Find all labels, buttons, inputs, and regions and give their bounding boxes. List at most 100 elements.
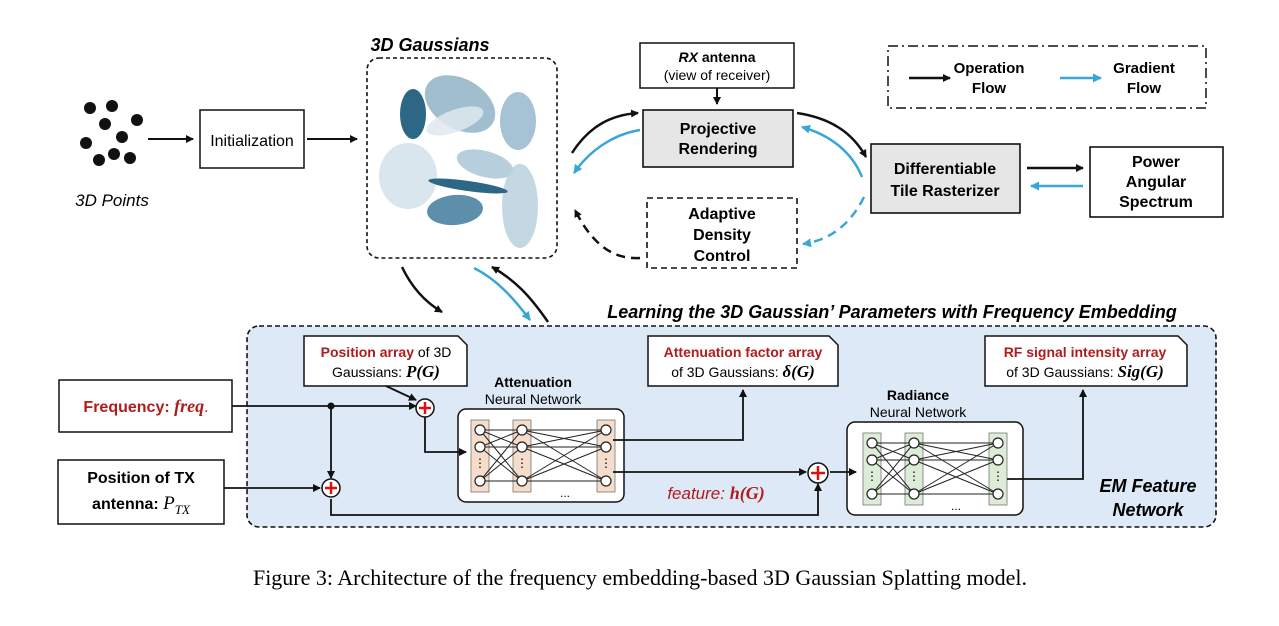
arrow-projective-to-rasterizer (796, 111, 868, 158)
nn-neuron (516, 441, 528, 453)
nn-neuron (866, 454, 878, 466)
rx-antenna-title: RX antenna (678, 49, 755, 65)
nn-neuron (908, 488, 920, 500)
nn-vertical-ellipsis: ⋮ (866, 469, 878, 483)
projective-label-1: Projective (680, 121, 757, 138)
nn-edge (913, 459, 999, 495)
adaptive-label-1: Adaptive (688, 206, 756, 223)
spectrum-box (1089, 146, 1224, 218)
feature-label: feature: h(G) (667, 483, 764, 504)
nn-vertical-ellipsis: ⋮ (908, 469, 920, 483)
nn-layer-bar (470, 419, 490, 493)
rf-array-label-1: RF signal intensity array (1004, 344, 1167, 360)
radiance-nn-graph: ⋮ ⋮ ⋮ (862, 432, 1008, 506)
nn-neuron (866, 488, 878, 500)
nn-neuron (600, 475, 612, 487)
3d-points-cluster (80, 100, 143, 166)
plus-node-position (415, 398, 435, 418)
nn-edge (913, 442, 999, 461)
nn-edge (521, 429, 607, 482)
legend-gradient-2: Flow (1127, 80, 1161, 97)
nn-layer-bar (988, 432, 1008, 506)
rx-antenna-subtitle: (view of receiver) (664, 67, 771, 83)
nn-layer-bar (512, 419, 532, 493)
nn-neuron (516, 475, 528, 487)
gradient-projective-to-gaussians (572, 128, 641, 174)
junction-dot (327, 402, 335, 410)
adaptive-label-2: Density (693, 227, 751, 244)
gaussian-ellipses (379, 75, 538, 248)
projective-label-2: Rendering (678, 141, 757, 158)
nn-edge (871, 442, 915, 495)
3d-points-label: 3D Points (75, 191, 149, 210)
em-label-2: Network (1112, 500, 1184, 520)
rasterizer-label-1: Differentiable (894, 161, 996, 178)
tx-label-1: Position of TX (87, 470, 195, 487)
gradient-network-to-gaussians (473, 266, 531, 321)
spectrum-label-2: Angular (1126, 174, 1186, 191)
attenuation-nn-box (457, 408, 625, 503)
nn-edge (521, 446, 607, 482)
radiance-nn-label-1: Radiance (887, 387, 949, 403)
nn-neuron (474, 475, 486, 487)
rf-array-box (984, 335, 1188, 387)
attenuation-array-label-2: of 3D Gaussians: δ(G) (671, 362, 815, 381)
arrow-network-to-gaussians (491, 265, 550, 323)
nn-layer-bar (862, 432, 882, 506)
projective-rendering-box (642, 109, 794, 168)
adaptive-label-3: Control (694, 248, 751, 265)
frequency-label: Frequency: freq. (83, 396, 208, 416)
arrow-gaussians-to-projective (570, 109, 639, 154)
nn-vertical-ellipsis: ⋮ (992, 469, 1004, 483)
nn-neuron (474, 441, 486, 453)
figure-caption: Figure 3: Architecture of the frequency … (253, 565, 1027, 590)
nn-neuron (516, 424, 528, 436)
spectrum-label-3: Spectrum (1119, 194, 1193, 211)
nn-neuron (992, 488, 1004, 500)
attenuation-nn-label-1: Attenuation (494, 374, 572, 390)
legend-operation-1: Operation (954, 60, 1025, 77)
nn-neuron (474, 424, 486, 436)
attenuation-array-label-1: Attenuation factor array (664, 344, 823, 360)
rf-array-label-2: of 3D Gaussians: Sig(G) (1006, 362, 1164, 381)
nn-vertical-ellipsis: ⋮ (474, 456, 486, 470)
nn-edge (871, 459, 915, 495)
gradient-rasterizer-to-projective (801, 124, 864, 178)
nn-edge (521, 429, 607, 448)
attenuation-nn-graph: ⋮⋮⋮ (470, 419, 616, 493)
legend-gradient-1: Gradient (1113, 60, 1175, 77)
attenuation-nn-ellipsis: ... (560, 486, 570, 500)
gradient-rasterizer-to-adaptive (802, 196, 866, 248)
network-wiring (224, 385, 1087, 516)
spectrum-label-1: Power (1132, 154, 1180, 171)
plus-node-feature (807, 462, 829, 484)
rx-antenna-box (639, 42, 795, 89)
tx-label-2: antenna: PTX (92, 493, 191, 517)
attenuation-array-box (647, 335, 839, 387)
arrow-gaussians-to-network (400, 266, 443, 314)
position-array-label-2: Gaussians: P(G) (332, 362, 440, 381)
nn-edge (479, 429, 523, 448)
initialization-box (199, 109, 305, 169)
rasterizer-label-2: Tile Rasterizer (890, 183, 999, 200)
initialization-label: Initialization (210, 133, 294, 150)
learning-title: Learning the 3D Gaussian’ Parameters wit… (607, 302, 1176, 322)
gaussians-title: 3D Gaussians (370, 35, 489, 55)
nn-neuron (600, 441, 612, 453)
nn-neuron (866, 437, 878, 449)
nn-layer-bar (904, 432, 924, 506)
nn-edge (913, 442, 999, 495)
attenuation-nn-label-2: Neural Network (485, 391, 582, 407)
legend-operation-2: Flow (972, 80, 1006, 97)
nn-edge (479, 429, 523, 482)
nn-vertical-ellipsis: ⋮ (600, 456, 612, 470)
adaptive-density-box (646, 197, 798, 269)
nn-neuron (908, 454, 920, 466)
nn-neuron (992, 454, 1004, 466)
nn-neuron (908, 437, 920, 449)
nn-neuron (600, 424, 612, 436)
position-array-label-1: Position array of 3D (321, 344, 452, 360)
plus-node-tx (321, 478, 341, 498)
em-label-1: EM Feature (1099, 476, 1196, 496)
